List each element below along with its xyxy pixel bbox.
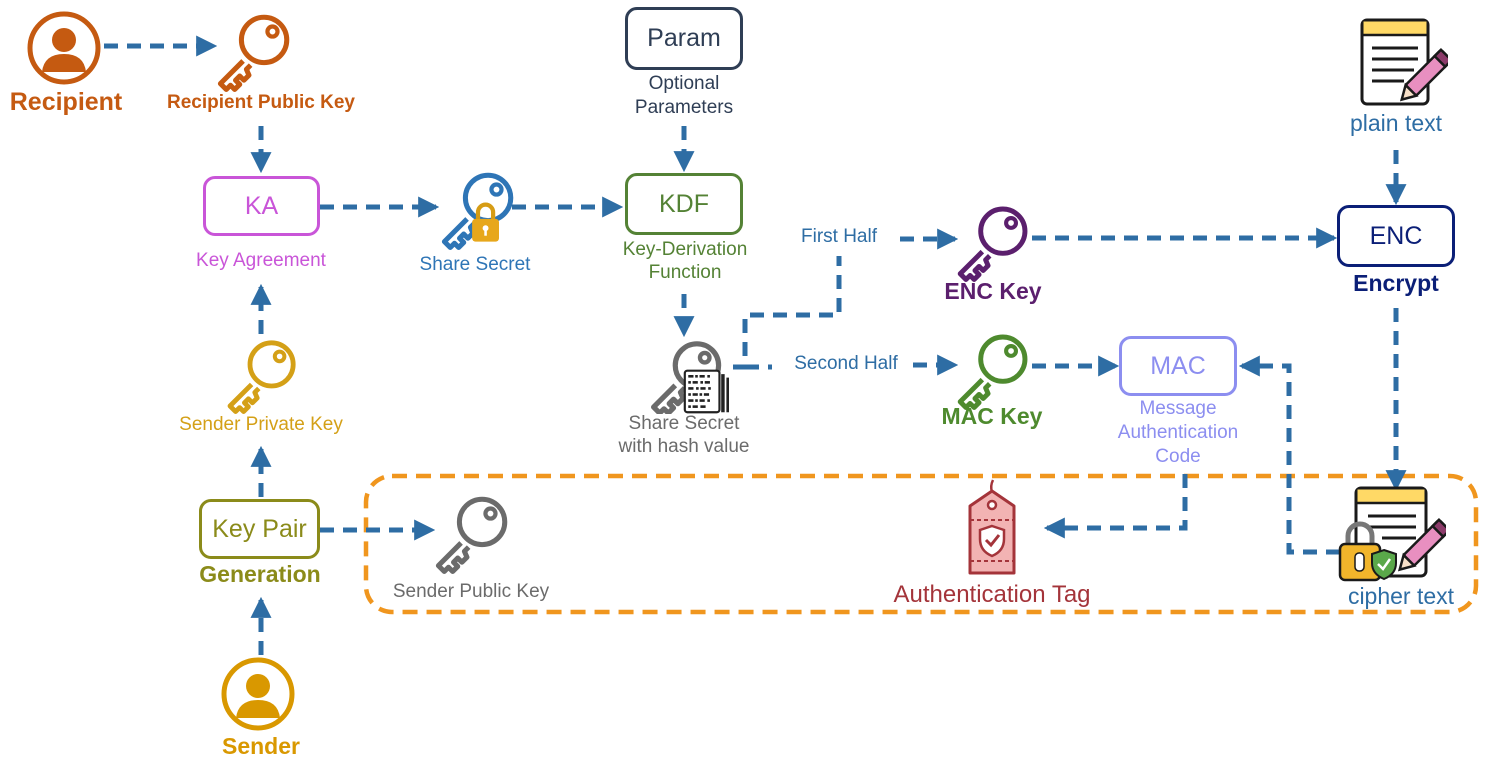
ka-caption: Key Agreement xyxy=(196,250,326,271)
recipient-public-key-icon xyxy=(217,14,290,92)
recipient-public-key-label: Recipient Public Key xyxy=(167,92,355,113)
param-caption-line1: Optional xyxy=(648,73,720,94)
sender-private-key-icon xyxy=(227,340,296,414)
hashed-secret-key-icon xyxy=(651,341,729,414)
mac-caption-line1: Message xyxy=(1139,398,1217,419)
key-pair-caption: Generation xyxy=(199,561,321,587)
enc-key-icon xyxy=(957,206,1028,282)
enc-key-label: ENC Key xyxy=(944,278,1042,304)
kdf-caption-line1: Key-Derivation xyxy=(622,239,748,260)
cipher-text-label: cipher text xyxy=(1347,583,1455,609)
mac-caption-line2: Authentication xyxy=(1117,422,1239,443)
sender-private-key-label: Sender Private Key xyxy=(179,414,343,435)
cipher-text-locked-document-icon xyxy=(1338,486,1446,582)
ciphertext-bundle-frame xyxy=(363,473,1479,615)
authentication-tag-label: Authentication Tag xyxy=(893,581,1091,608)
mac-box: MAC xyxy=(1119,336,1237,396)
enc-caption: Encrypt xyxy=(1353,270,1439,296)
sender-public-key-icon xyxy=(435,496,508,574)
share-secret-locked-key-icon xyxy=(441,172,514,250)
hashed-secret-label-line1: Share Secret xyxy=(628,413,740,434)
kdf-box: KDF xyxy=(625,173,743,235)
arrow-cipher-text-to-mac xyxy=(1238,355,1340,555)
enc-box: ENC xyxy=(1337,205,1455,267)
first-half-label: First Half xyxy=(801,226,877,247)
share-secret-label: Share Secret xyxy=(419,254,531,275)
key-pair-box: Key Pair xyxy=(199,499,320,559)
hashed-secret-label-line2: with hash value xyxy=(618,436,750,457)
plain-text-label: plain text xyxy=(1349,110,1443,136)
sender-public-key-label: Sender Public Key xyxy=(392,581,550,602)
plain-text-document-pencil-icon xyxy=(1360,18,1448,106)
sender-person-icon xyxy=(221,657,295,731)
kdf-caption-line2: Function xyxy=(648,262,722,283)
mac-key-label: MAC Key xyxy=(941,403,1043,429)
recipient-label: Recipient xyxy=(9,88,123,116)
recipient-person-icon xyxy=(27,11,101,85)
sender-label: Sender xyxy=(222,733,300,759)
param-caption-line2: Parameters xyxy=(634,97,734,118)
second-half-label: Second Half xyxy=(794,353,898,374)
param-box: Param xyxy=(625,7,743,70)
arrow-mac-to-auth-tag xyxy=(1043,474,1188,539)
ka-box: KA xyxy=(203,176,320,236)
authentication-tag-shield-icon xyxy=(968,479,1016,575)
wire-hashed-secret-to-first-half xyxy=(733,256,842,370)
mac-key-icon xyxy=(957,334,1028,410)
mac-caption-line3: Code xyxy=(1155,446,1201,467)
